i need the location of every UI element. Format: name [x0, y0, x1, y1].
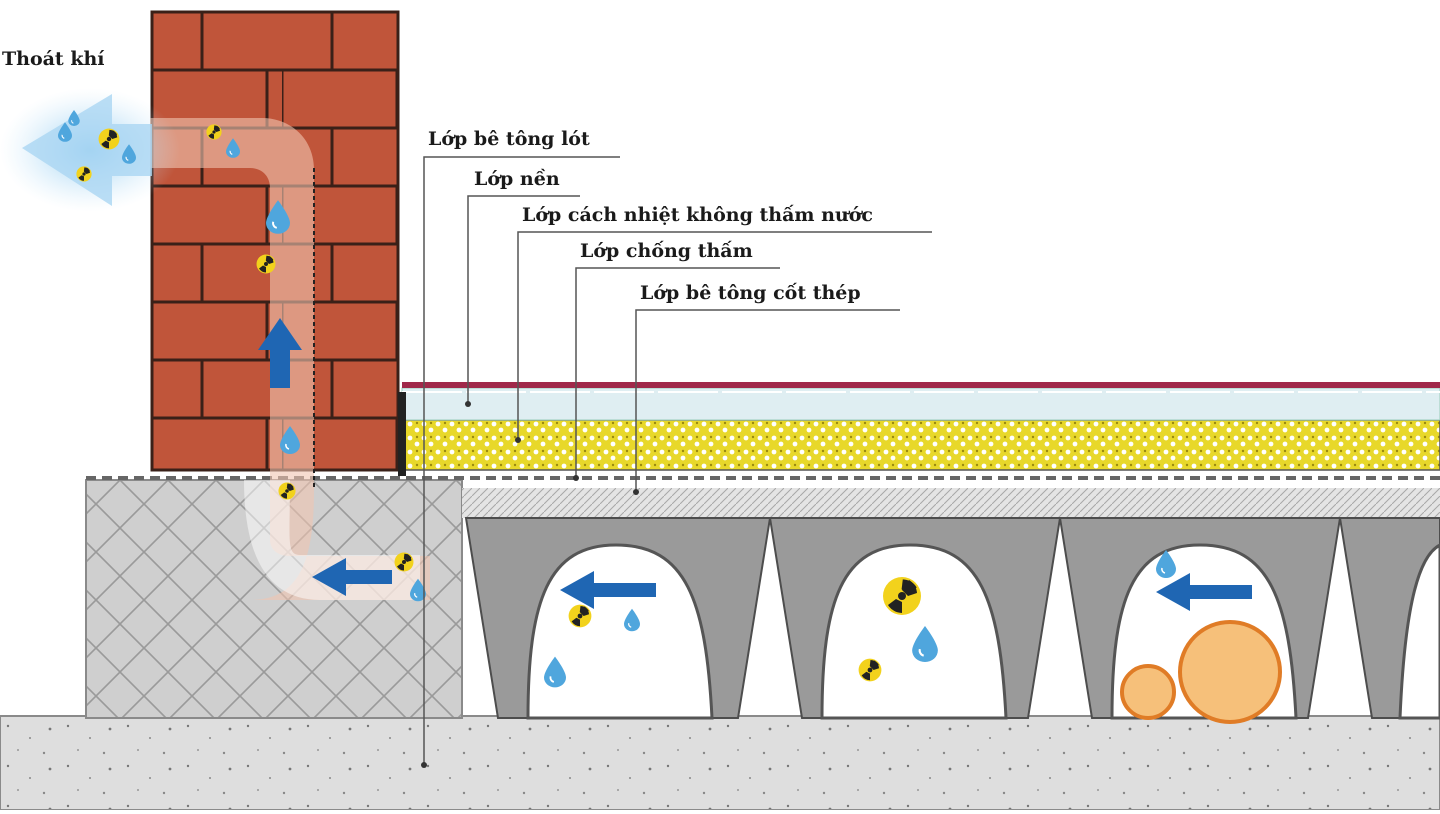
leader-waterproof	[575, 267, 780, 478]
leader-insulation	[517, 231, 932, 440]
leader-subbase	[467, 195, 580, 404]
arrow-icon	[1156, 573, 1252, 611]
exhaust-arrow	[22, 94, 152, 206]
reinforced-concrete-layer	[462, 488, 1440, 518]
pebble-small	[1120, 664, 1176, 720]
label-insulation: Lớp cách nhiệt không thấm nước	[522, 204, 873, 226]
leader-lines	[423, 156, 932, 765]
label-subbase: Lớp nền	[474, 168, 560, 190]
leader-reinforced-concrete	[635, 309, 900, 492]
floor-finish	[402, 382, 1440, 388]
insulation-layer	[401, 419, 1440, 471]
flow-arrows	[258, 318, 1252, 611]
arrow-icon	[560, 571, 656, 609]
wall-edge-seal	[398, 392, 406, 476]
label-reinforced-concrete: Lớp bê tông cốt thép	[640, 282, 861, 304]
arrow-icon	[258, 318, 302, 388]
leader-lean-concrete	[423, 156, 620, 765]
arrow-icon	[312, 558, 392, 596]
label-waterproof: Lớp chống thấm	[580, 240, 753, 262]
label-lean-concrete: Lớp bê tông lót	[428, 128, 590, 150]
ground-slab	[0, 715, 1440, 811]
label-vent: Thoát khí	[2, 48, 105, 70]
leader-dots	[421, 401, 639, 768]
pebble-large	[1178, 620, 1282, 724]
pebbles	[1120, 620, 1282, 724]
